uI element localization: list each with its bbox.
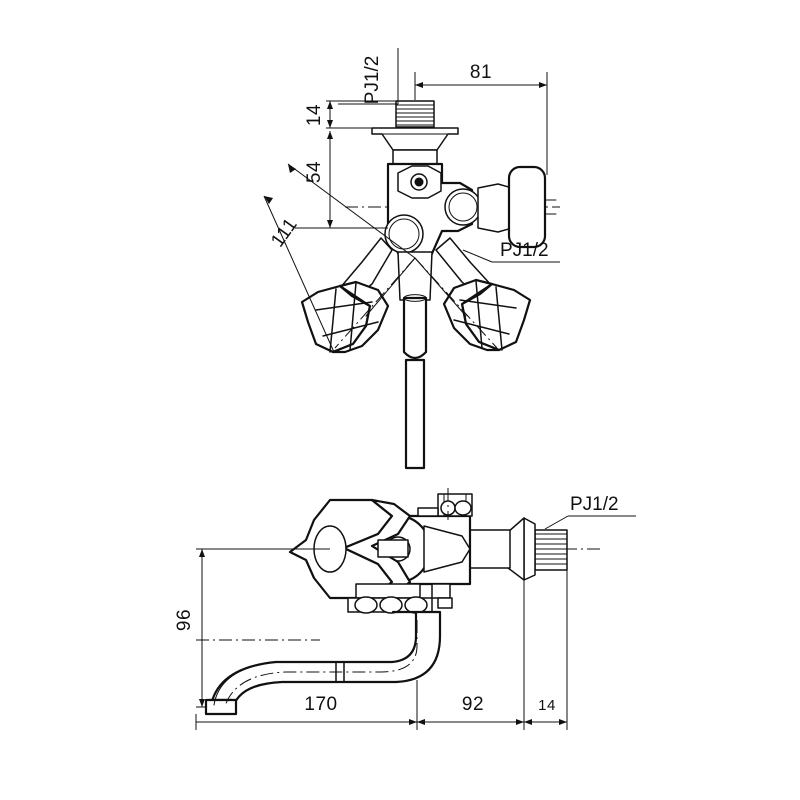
dimension-14-top — [326, 100, 396, 129]
inlet-tube-side — [465, 529, 511, 569]
dimension-label-81: 81 — [470, 62, 492, 83]
left-handle-axis — [334, 257, 416, 349]
wall-thread-body — [534, 529, 568, 571]
lower-side-port-nut — [437, 597, 453, 609]
spout-plan-upper — [402, 296, 428, 360]
wall-thread-hatching — [535, 533, 567, 565]
label-pj-top: PJ1/2 — [362, 56, 383, 105]
lower-nut-oval-mid — [379, 596, 403, 614]
top-boss-oval — [454, 500, 472, 516]
right-handle-plan — [442, 278, 532, 352]
dimension-chain-bottom — [195, 570, 568, 730]
handle-stem — [377, 539, 409, 558]
front-port-outer — [384, 214, 424, 254]
dimension-label-14-top: 14 — [304, 104, 325, 126]
inlet-thread-hatching — [396, 104, 434, 126]
left-port-leader — [365, 257, 416, 317]
pj-top-leader — [338, 48, 399, 105]
spout-center-arc — [224, 620, 418, 707]
pj-side-leader — [544, 515, 636, 530]
wall-pad-plan — [507, 165, 547, 249]
label-pj-right: PJ1/2 — [500, 240, 549, 261]
spout-tip-cap — [204, 698, 238, 716]
wall-escutcheon-flange — [523, 517, 536, 581]
lower-nut-oval-left — [354, 596, 378, 614]
side-view-group — [195, 488, 636, 730]
dimension-54 — [295, 131, 388, 229]
hex-nut-bore-inner — [414, 177, 424, 187]
lower-collar — [355, 583, 421, 599]
dimension-label-14-side: 14 — [538, 697, 556, 714]
dimension-label-111: 111 — [267, 214, 302, 251]
cross-handle-side — [288, 498, 412, 600]
valve-neck — [392, 149, 438, 165]
dimension-label-54: 54 — [304, 161, 325, 183]
right-handle-axis — [414, 257, 498, 349]
front-port-inner — [388, 218, 420, 250]
label-pj-side: PJ1/2 — [570, 494, 619, 515]
dimension-81 — [414, 72, 548, 175]
spout-inner-wall — [213, 635, 417, 706]
body-cam-wedge — [423, 525, 471, 573]
right-port-inner — [448, 192, 478, 222]
spout-plan-lower — [404, 358, 426, 470]
dimension-111 — [263, 163, 416, 353]
right-port-outer — [444, 188, 482, 226]
pj-right-leader — [462, 249, 560, 263]
lower-side-port — [431, 583, 451, 599]
spout-plan-top-ellipse — [403, 294, 427, 302]
left-handle-plan — [300, 280, 390, 354]
top-boss-shoulder — [417, 507, 439, 517]
dimension-96 — [196, 548, 330, 708]
dimension-label-170: 170 — [304, 694, 337, 715]
right-port-leader — [414, 257, 467, 317]
lower-nut-oval-right — [404, 596, 428, 614]
escutcheon-flange — [371, 127, 459, 151]
dimension-label-96: 96 — [174, 609, 195, 631]
center-boss — [397, 251, 433, 301]
top-view-group — [263, 48, 560, 470]
right-outlet-elbow — [477, 183, 513, 233]
dimension-label-92: 92 — [462, 694, 484, 715]
